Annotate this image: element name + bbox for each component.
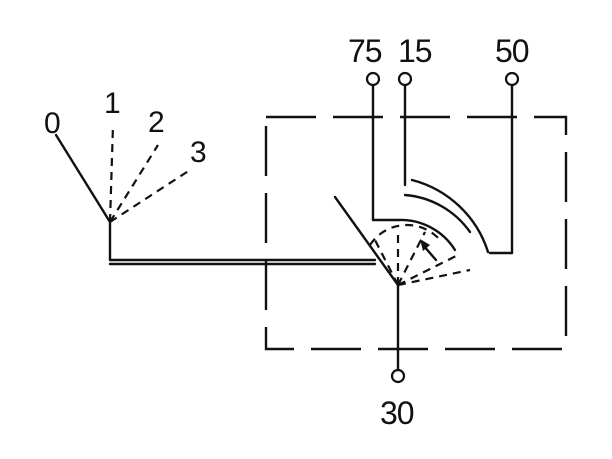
position-0-line xyxy=(54,133,112,224)
position-1-line xyxy=(108,124,115,223)
arrow-head-icon xyxy=(420,239,430,251)
terminal-75-icon xyxy=(365,71,381,87)
terminal-15-icon xyxy=(397,71,413,87)
switch-housing xyxy=(264,115,568,351)
terminal-50-icon xyxy=(504,71,520,87)
position-label-1: 1 xyxy=(104,87,121,120)
terminal-label-50: 50 xyxy=(495,33,529,69)
position-label-0: 0 xyxy=(44,107,61,140)
rotor-arm xyxy=(333,195,400,287)
rotary-contact xyxy=(333,84,514,372)
position-label-2: 2 xyxy=(148,106,165,139)
lever-position-indicator: 0 1 2 3 xyxy=(44,87,207,262)
mechanical-linkage xyxy=(108,258,377,266)
terminal-label-75: 75 xyxy=(348,33,382,69)
position-3-line xyxy=(109,169,191,223)
terminals: 75 15 50 30 xyxy=(348,33,530,431)
position-2-line xyxy=(109,144,159,223)
terminal-30-icon xyxy=(390,368,406,384)
position-label-3: 3 xyxy=(190,136,207,169)
terminal-label-15: 15 xyxy=(398,33,432,69)
terminal-label-30: 30 xyxy=(380,395,414,431)
